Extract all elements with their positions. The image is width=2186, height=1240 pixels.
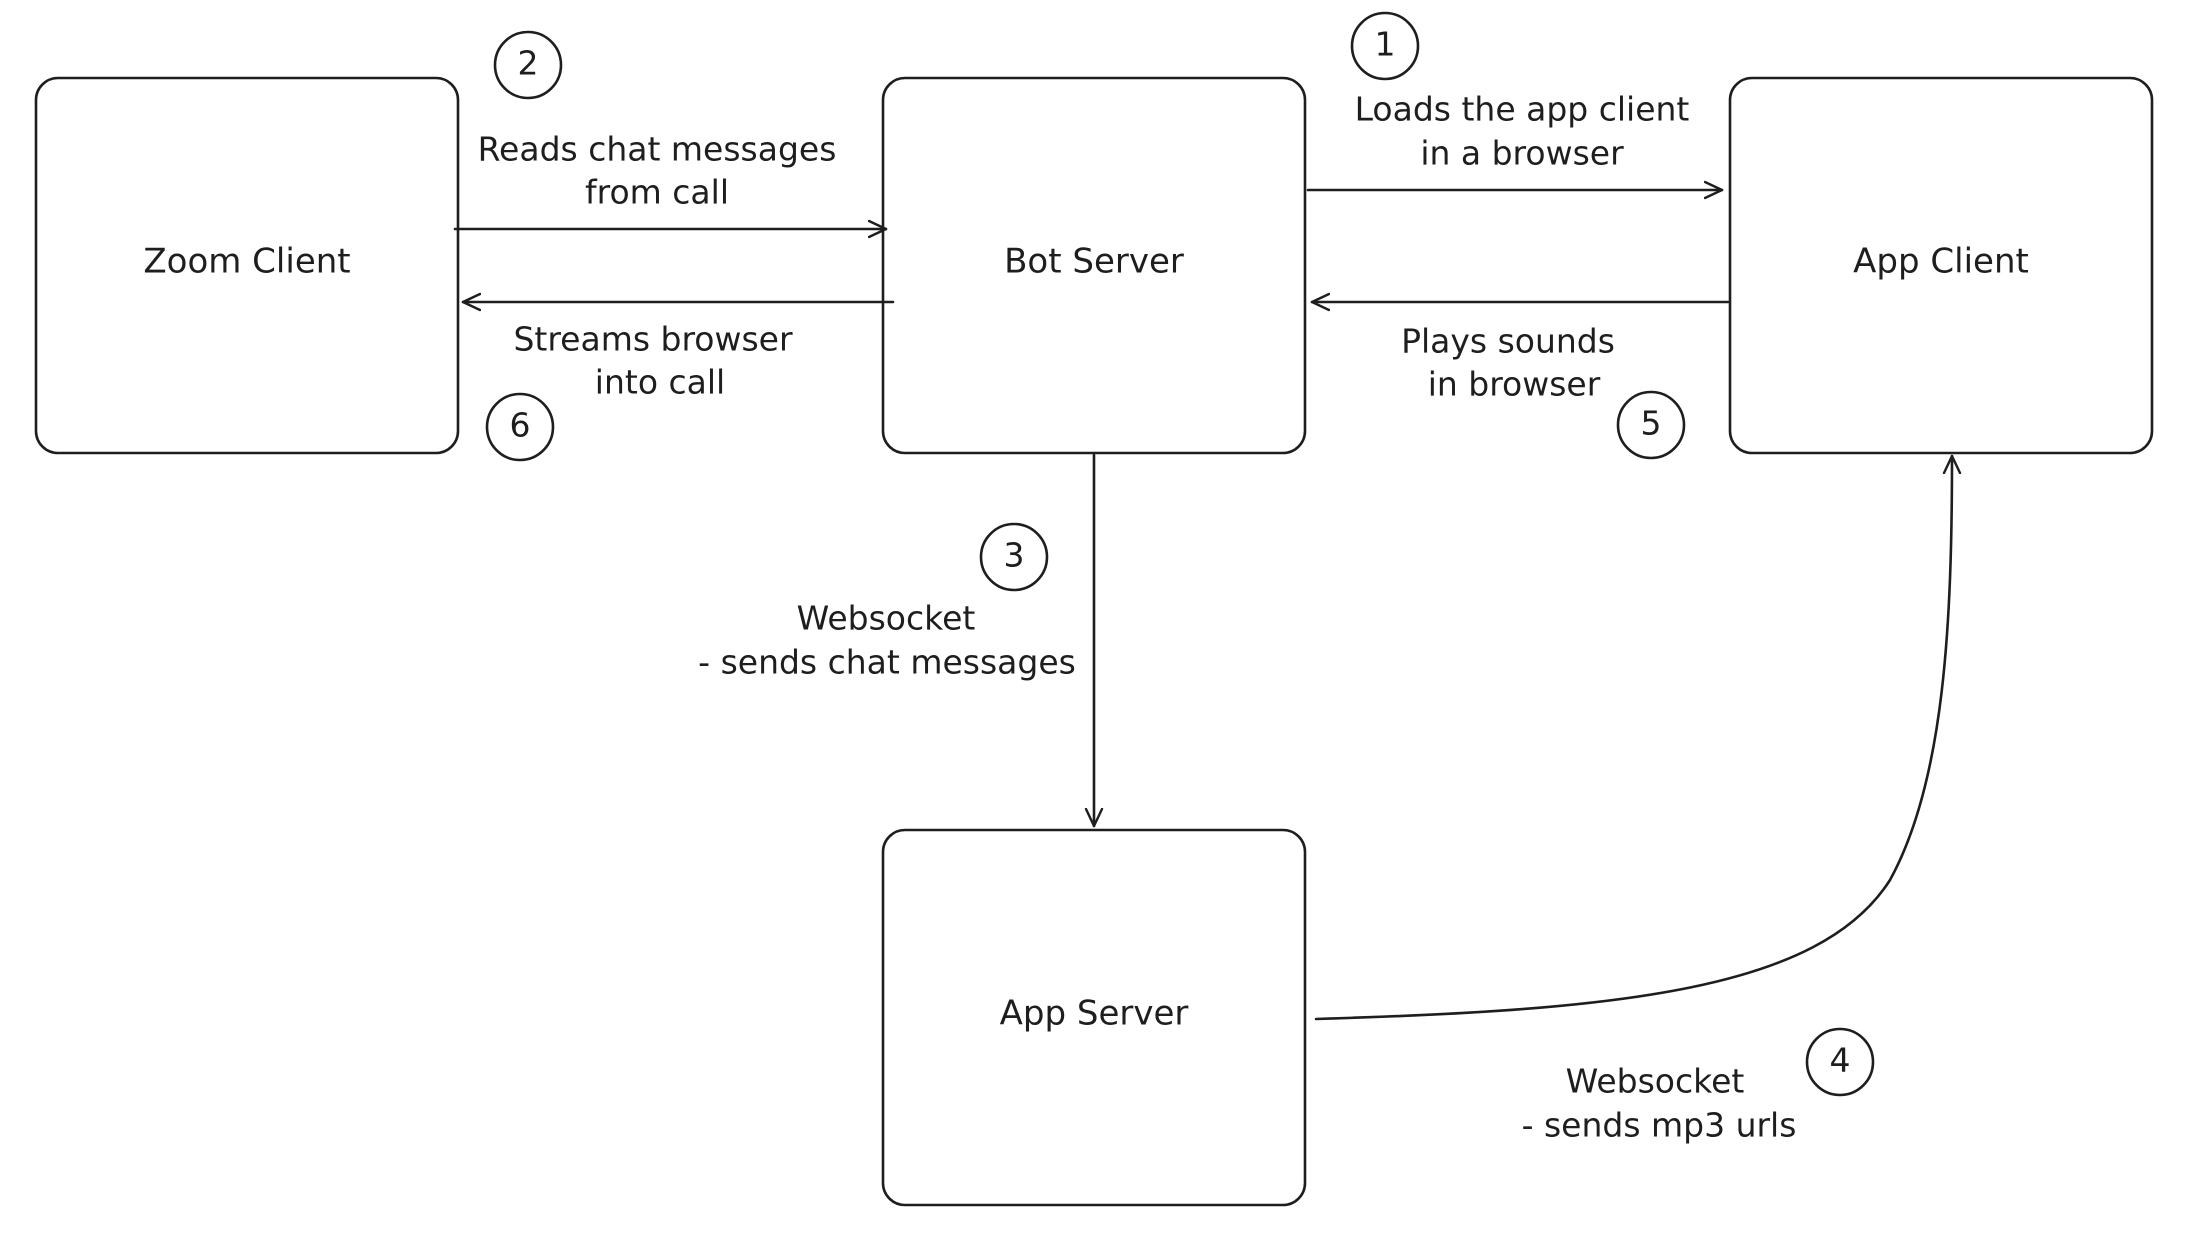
edge-5-app-client-to-bot: Plays sounds in browser 5 bbox=[1310, 302, 1730, 460]
step-badge-6-text: 6 bbox=[510, 406, 531, 445]
step-badge-4: 4 bbox=[1805, 1027, 1875, 1097]
node-zoom-client: Zoom Client bbox=[34, 76, 460, 455]
node-label-zoom-client: Zoom Client bbox=[143, 242, 350, 282]
edge-5-label-line2: in browser bbox=[1428, 365, 1601, 404]
edge-2-zoom-to-bot: Reads chat messages from call 2 bbox=[453, 30, 888, 229]
edge-3-label-line2: - sends chat messages bbox=[698, 643, 1076, 682]
edge-6-label-line2: into call bbox=[595, 363, 725, 402]
step-badge-1-text: 1 bbox=[1375, 25, 1396, 64]
edge-1-label-line2: in a browser bbox=[1420, 134, 1624, 173]
step-badge-2: 2 bbox=[493, 30, 563, 100]
node-app-client: App Client bbox=[1728, 76, 2154, 455]
step-badge-1: 1 bbox=[1350, 11, 1420, 81]
step-badge-6: 6 bbox=[485, 392, 555, 462]
step-badge-5: 5 bbox=[1616, 390, 1686, 460]
step-badge-3-text: 3 bbox=[1004, 536, 1025, 575]
edge-5-label-line1: Plays sounds bbox=[1401, 322, 1615, 361]
step-badge-4-text: 4 bbox=[1830, 1041, 1851, 1080]
node-bot-server: Bot Server bbox=[881, 76, 1307, 455]
edge-3-label-line1: Websocket bbox=[797, 599, 976, 638]
edge-1-bot-to-app-client: Loads the app client in a browser 1 bbox=[1306, 11, 1724, 190]
step-badge-2-text: 2 bbox=[518, 44, 539, 83]
edge-6-bot-to-zoom: Streams browser into call 6 bbox=[461, 302, 895, 462]
node-label-bot-server: Bot Server bbox=[1004, 242, 1184, 282]
step-badge-3: 3 bbox=[979, 522, 1049, 592]
edge-1-label-line1: Loads the app client bbox=[1355, 90, 1690, 129]
node-app-server: App Server bbox=[881, 828, 1307, 1207]
edge-4-arrow bbox=[1314, 454, 1952, 1021]
step-badge-5-text: 5 bbox=[1641, 404, 1662, 443]
edge-4-app-server-to-app-client: Websocket - sends mp3 urls 4 bbox=[1314, 454, 1952, 1145]
edge-6-label-line1: Streams browser bbox=[513, 320, 793, 359]
edge-3-bot-to-app-server: Websocket - sends chat messages 3 bbox=[698, 453, 1094, 828]
node-label-app-server: App Server bbox=[1000, 994, 1189, 1034]
node-label-app-client: App Client bbox=[1853, 242, 2029, 282]
edge-2-label-line2: from call bbox=[585, 173, 729, 212]
edge-4-label-line2: - sends mp3 urls bbox=[1522, 1106, 1797, 1145]
edge-4-label-line1: Websocket bbox=[1566, 1062, 1745, 1101]
edge-2-label-line1: Reads chat messages bbox=[478, 130, 837, 169]
